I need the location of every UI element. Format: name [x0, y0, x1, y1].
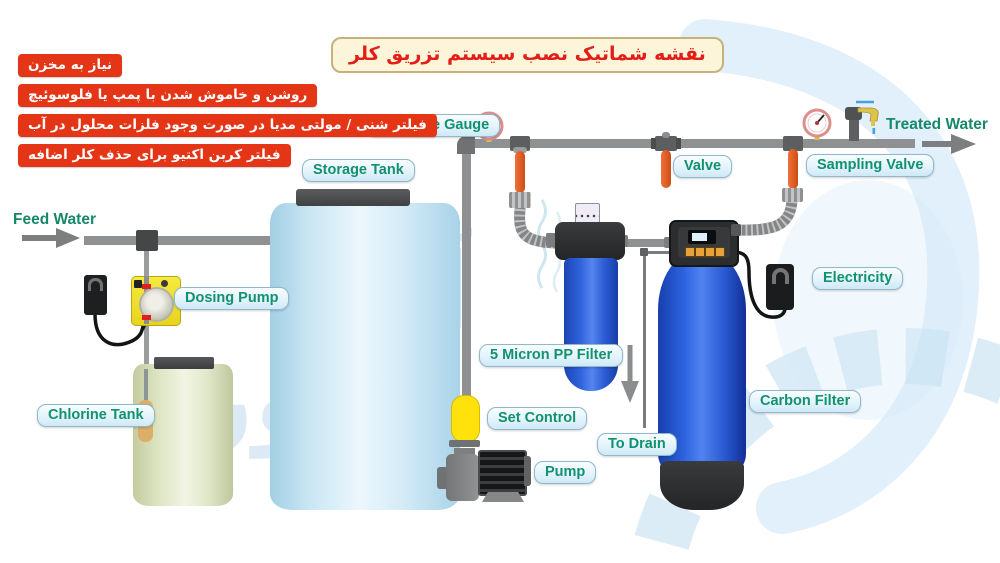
electricity-cable	[733, 250, 787, 319]
pump-motor-cap	[524, 456, 531, 486]
storage-tank	[270, 203, 460, 510]
carbon-inlet-valve-coupling	[782, 188, 803, 202]
suction-lance-tube	[144, 369, 148, 403]
label-sampling-valve: Sampling Valve	[806, 154, 935, 177]
control-head-button-1	[685, 247, 695, 257]
feed-pipe	[84, 236, 272, 245]
feed-water-text: Feed Water	[13, 211, 96, 228]
sampling-faucet-icon	[845, 100, 879, 141]
pump-volute	[446, 454, 479, 501]
label-chlorine-tank: Chlorine Tank	[37, 404, 155, 427]
riser-pipe	[462, 141, 471, 441]
carbon-inlet-valve-handle	[788, 149, 798, 189]
bypass-valve-cap-right	[676, 138, 681, 149]
carbon-filter-base	[660, 461, 744, 510]
pump-foot	[482, 492, 524, 502]
dosing-pump-inlet-mark	[142, 284, 151, 289]
label-set-control: Set Control	[487, 407, 588, 430]
note-sand-filter: فیلتر شنی / مولتی مدیا در صورت وجود فلزا…	[18, 114, 437, 137]
pp-inlet-valve-stem	[513, 147, 527, 153]
control-head-button-2	[695, 247, 705, 257]
pp-inlet-valve-handle	[515, 151, 525, 193]
label-carbon-filter: Carbon Filter	[749, 390, 862, 413]
label-electricity: Electricity	[812, 267, 904, 290]
pp-filter-head	[555, 222, 625, 260]
carbon-inlet-valve-tee	[783, 136, 803, 151]
pipe-elbow	[457, 136, 475, 154]
electricity-plug-notch	[776, 272, 785, 284]
drain-pipe-vertical	[643, 251, 646, 428]
note-carbon-filter: فیلتر کربن اکتیو برای حذف کلر اضافه	[18, 144, 291, 167]
label-pp-filter: 5 Micron PP Filter	[479, 344, 624, 367]
dosing-pump-cable	[93, 313, 145, 347]
treated-water-arrow	[922, 134, 976, 154]
control-head-screen-glow	[692, 233, 707, 241]
pressure-gauge-icon-right	[802, 108, 832, 140]
to-drain-arrow	[621, 345, 639, 403]
filter-to-head-pipe	[618, 239, 674, 247]
injection-tee	[136, 230, 158, 251]
pump-motor	[478, 450, 527, 496]
control-head-hose-port	[731, 224, 741, 236]
pump-flange-lower	[454, 448, 475, 456]
label-to-drain: To Drain	[597, 433, 677, 456]
pump-flange-upper	[449, 440, 480, 447]
set-control-device	[451, 395, 480, 443]
feed-water-arrow	[22, 228, 80, 248]
drain-pipe-horizontal	[645, 251, 673, 254]
bypass-valve-bonnet	[662, 132, 670, 138]
label-pump: Pump	[534, 461, 597, 484]
note-onoff-flowswitch: روشن و خاموش شدن با پمپ یا فلوسوئیچ	[18, 84, 318, 107]
label-storage-tank: Storage Tank	[302, 159, 415, 182]
control-head-button-3	[705, 247, 715, 257]
chlorine-tank-cap	[154, 357, 214, 369]
dosing-pump-display	[134, 280, 142, 288]
dosing-power-plug-notch	[91, 281, 100, 291]
bypass-valve-handle	[661, 150, 671, 188]
bypass-valve-cap-left	[651, 138, 656, 149]
pp-filter-body	[564, 258, 618, 391]
top-pipe	[462, 139, 915, 148]
note-tank-needed: نیاز به مخزن	[18, 54, 123, 77]
treated-water-text: Treated Water	[886, 116, 988, 133]
flex-hose-to-carbon-filter	[731, 195, 798, 236]
label-valve: Valve	[673, 155, 733, 178]
drain-elbow	[640, 248, 648, 256]
diagram-title: نقشه شماتیک نصب سیستم تزریق کلر	[331, 37, 724, 73]
control-head-button-4	[715, 247, 725, 257]
label-dosing-pump: Dosing Pump	[174, 287, 290, 310]
pp-inlet-valve-coupling	[509, 192, 531, 208]
bypass-valve-tee	[655, 136, 677, 151]
storage-tank-cap	[296, 189, 410, 206]
dosing-pump-knob	[161, 280, 168, 287]
dosing-pump-outlet-mark	[142, 315, 151, 320]
